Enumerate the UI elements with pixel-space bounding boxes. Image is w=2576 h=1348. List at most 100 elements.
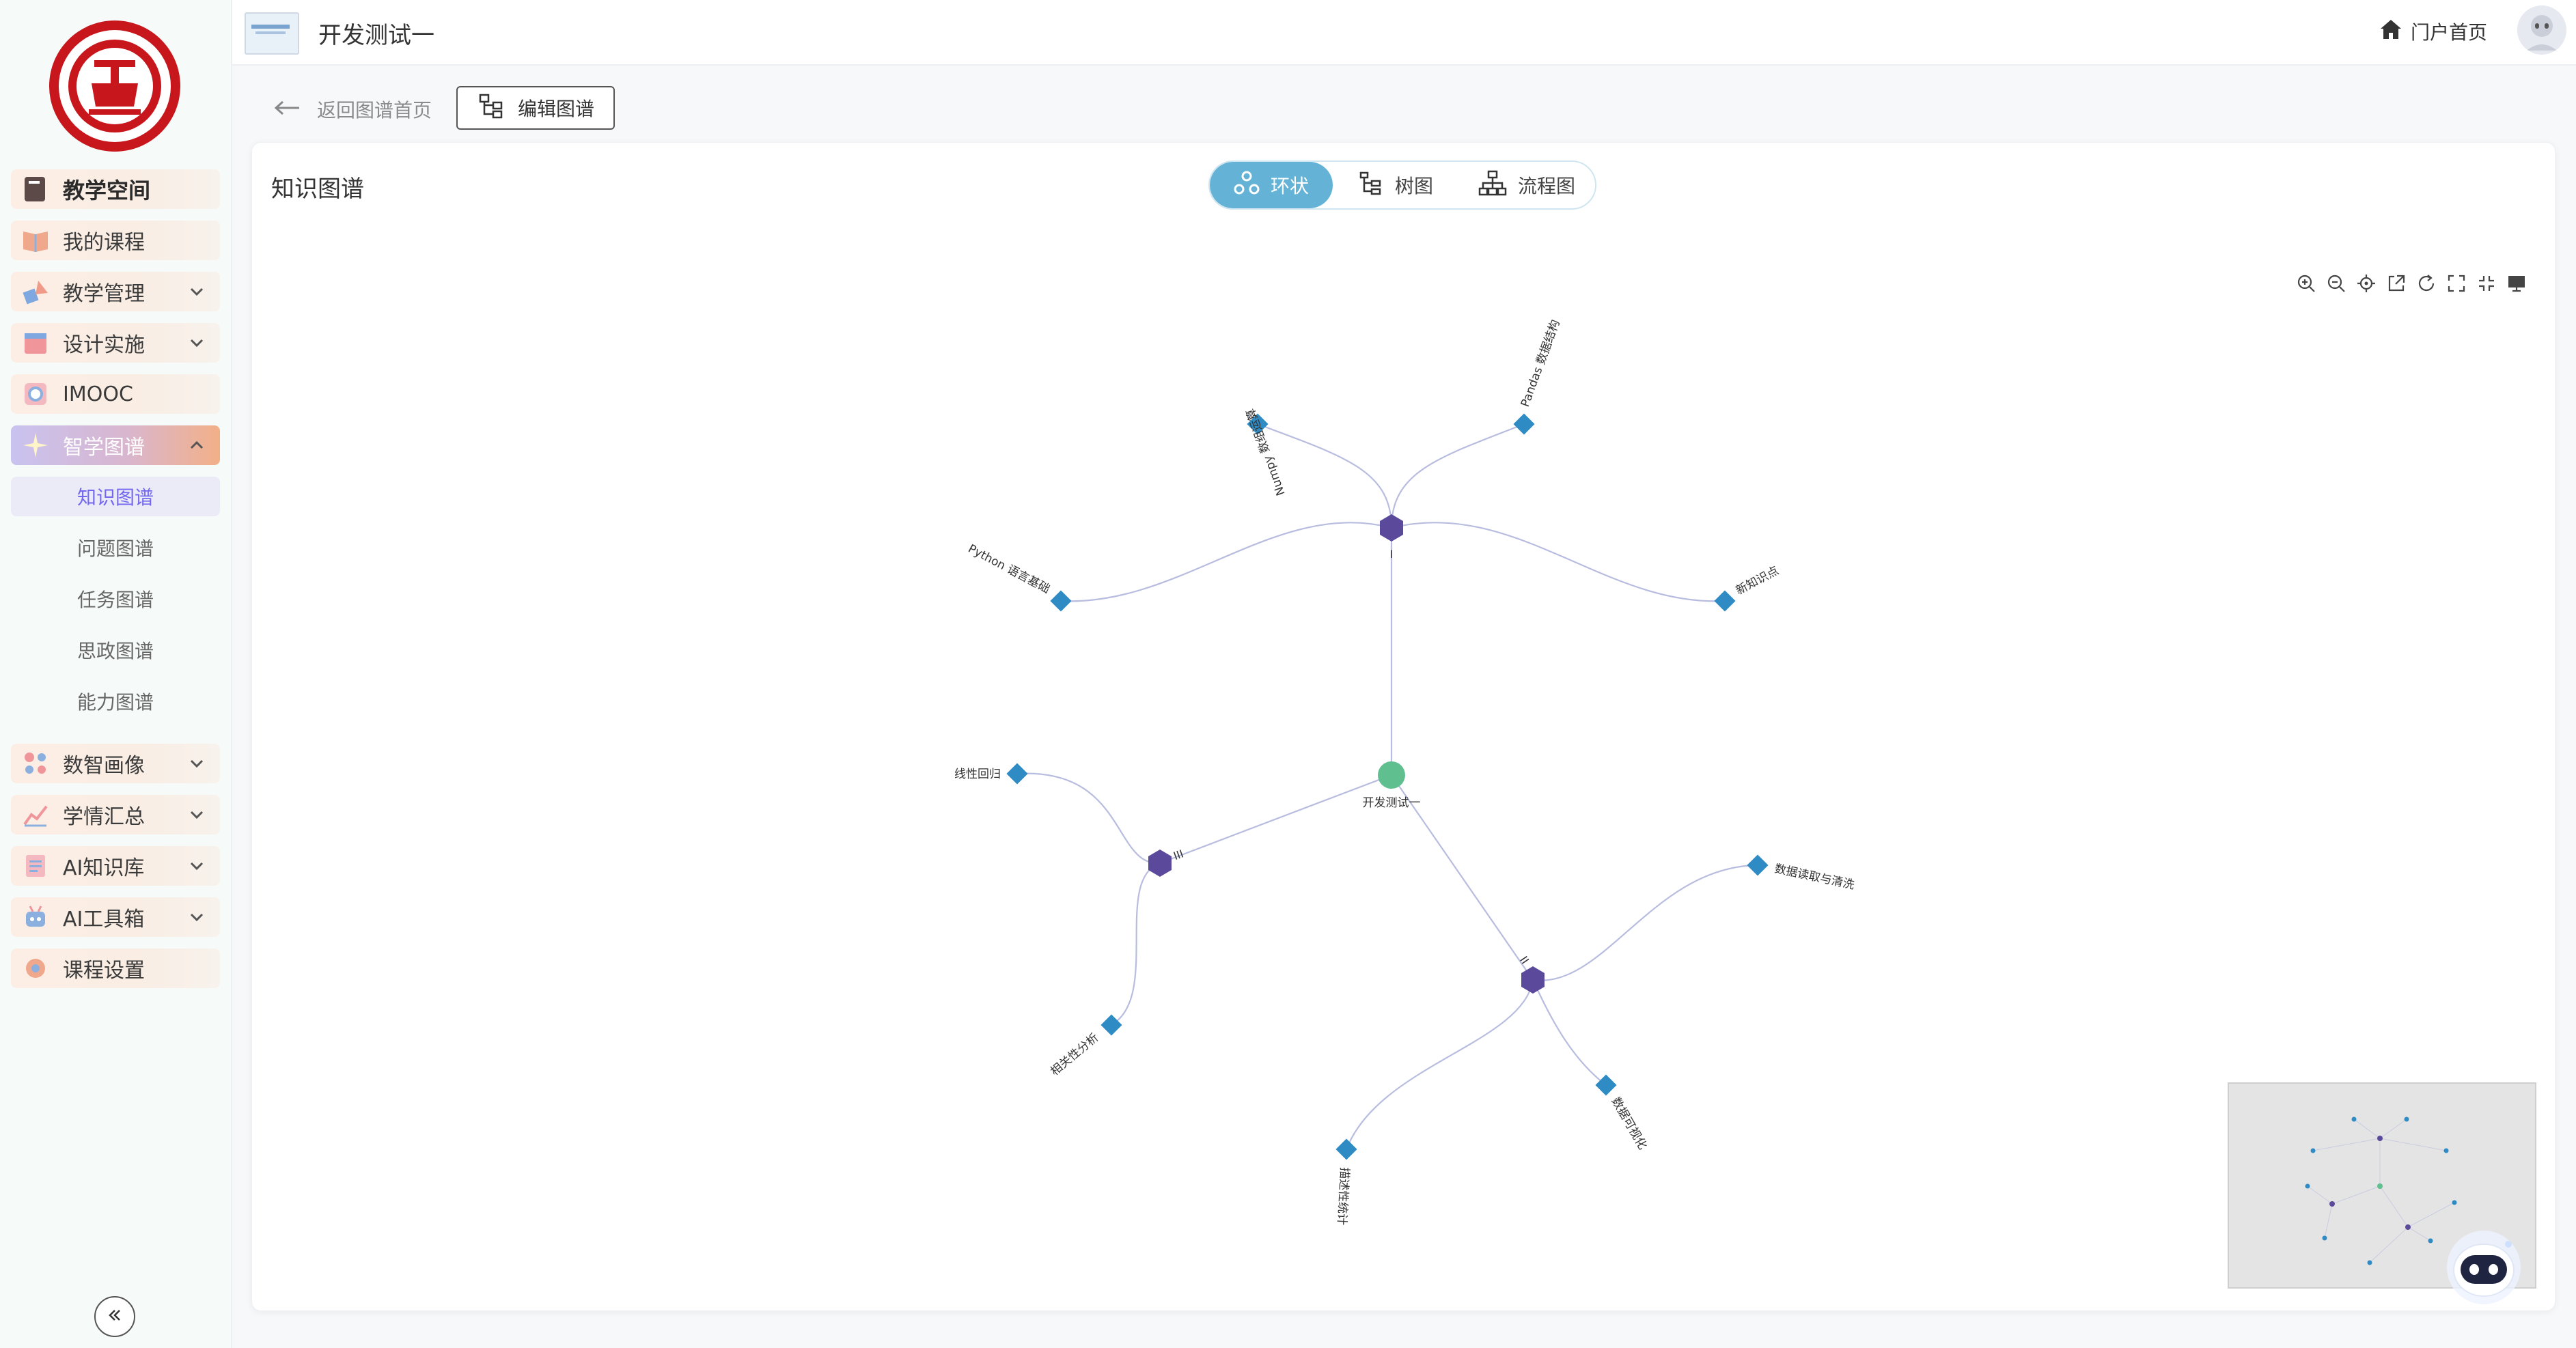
sidebar-subitem-task-graph[interactable]: 任务图谱: [77, 589, 154, 611]
view-mode-switch: 环状 树图 流程图: [1208, 160, 1596, 210]
graph-leaf-label: 数据读取与清洗: [1773, 862, 1856, 892]
portal-home-label: 门户首页: [2410, 21, 2487, 44]
export-icon[interactable]: [2385, 272, 2407, 294]
graph-leaf-label: 线性回归: [954, 768, 1001, 781]
sidebar-item-label: 课程设置: [63, 959, 145, 983]
tab-flowchart[interactable]: 流程图: [1458, 162, 1595, 208]
graph-leaf-label: 相关性分析: [1048, 1031, 1101, 1079]
tree-icon: [1358, 170, 1384, 201]
ai-assistant-robot-icon[interactable]: [2446, 1229, 2522, 1306]
double-chevron-left-icon: [105, 1306, 124, 1328]
graph-leaf-label: 新知识点: [1734, 564, 1781, 598]
monitor-icon[interactable]: [2506, 272, 2527, 294]
chevron-down-icon: [187, 754, 206, 773]
chevron-down-icon: [187, 908, 206, 927]
chevron-down-icon: [187, 333, 206, 352]
sidebar-item-design-implement[interactable]: 设计实施: [11, 323, 220, 363]
chevron-down-icon: [187, 856, 206, 875]
book-icon: [20, 174, 51, 204]
sidebar-item-ai-knowledge-base[interactable]: AI知识库: [11, 846, 220, 886]
graph-leaf-label: 数据可视化: [1609, 1095, 1650, 1153]
gear-icon: [20, 953, 51, 983]
graph-leaf-node[interactable]: Pandas 数据结构: [1513, 318, 1563, 435]
sidebar-item-teaching-management[interactable]: 教学管理: [11, 272, 220, 311]
chevron-down-icon: [187, 805, 206, 824]
sparkle-icon: [20, 430, 51, 460]
sidebar-subitem-question-graph[interactable]: 问题图谱: [77, 537, 154, 560]
sidebar-item-label: 设计实施: [63, 333, 145, 357]
sidebar-item-label: 教学管理: [63, 282, 145, 306]
graph-leaf-node[interactable]: 数据可视化: [1595, 1074, 1649, 1152]
graph-edges: [1016, 423, 1758, 1150]
sidebar-item-teaching-space[interactable]: 教学空间: [11, 169, 220, 209]
zoom-in-icon[interactable]: [2295, 272, 2317, 294]
graph-root-label: 开发测试一: [1363, 796, 1421, 810]
sidebar-item-label: 教学空间: [63, 178, 151, 203]
graph-group-node[interactable]: I: [1380, 514, 1403, 561]
sidebar-item-label: IMOOC: [63, 382, 133, 406]
graph-leaf-node[interactable]: 相关性分析: [1048, 1014, 1122, 1078]
refresh-icon[interactable]: [2415, 272, 2437, 294]
fullscreen-icon[interactable]: [2446, 272, 2467, 294]
course-thumbnail: [245, 12, 299, 55]
sidebar-item-label: AI知识库: [63, 856, 145, 880]
graph-edge: [1016, 772, 1161, 865]
graph-leaf-node[interactable]: 描述性统计: [1335, 1138, 1357, 1226]
tab-ring[interactable]: 环状: [1210, 162, 1333, 208]
dots-grid-icon: [20, 748, 51, 778]
sidebar-item-smart-graph[interactable]: 智学图谱: [11, 425, 220, 465]
sidebar-item-course-settings[interactable]: 课程设置: [11, 949, 220, 988]
back-to-graph-home-link[interactable]: 返回图谱首页: [273, 96, 432, 123]
graph-edge: [1390, 423, 1525, 529]
graph-leaf-node[interactable]: Python 语言基础: [966, 542, 1072, 612]
sidebar-item-label: 数智画像: [63, 754, 145, 778]
portal-home-link[interactable]: 门户首页: [2379, 18, 2487, 45]
sidebar-subitem-ideology-graph[interactable]: 思政图谱: [77, 640, 154, 662]
trend-chart-icon: [20, 800, 51, 830]
chevron-down-icon: [187, 282, 206, 301]
document-icon: [20, 851, 51, 881]
graph-edge: [1391, 774, 1534, 981]
collapse-sidebar-button[interactable]: [94, 1296, 135, 1337]
org-chart-icon: [1478, 170, 1507, 201]
graph-leaf-node[interactable]: Numpy 数组运算: [1244, 406, 1288, 497]
graph-edge: [1111, 862, 1161, 1026]
graph-leaf-node[interactable]: 数据读取与清洗: [1747, 854, 1856, 893]
tab-tree[interactable]: 树图: [1333, 162, 1458, 208]
sidebar-item-my-courses[interactable]: 我的课程: [11, 221, 220, 260]
sidebar-item-imooc[interactable]: IMOOC: [11, 374, 220, 414]
sidebar-item-label: AI工具箱: [63, 908, 145, 931]
top-bar: 开发测试一 门户首页: [232, 0, 2576, 66]
exit-fullscreen-icon[interactable]: [2476, 272, 2497, 294]
zoom-out-icon[interactable]: [2325, 272, 2347, 294]
ring-graph-icon: [1234, 170, 1260, 201]
sidebar-subitem-ability-graph[interactable]: 能力图谱: [77, 691, 154, 714]
sidebar-item-ai-toolbox[interactable]: AI工具箱: [11, 897, 220, 937]
graph-group-node[interactable]: III: [1148, 847, 1185, 877]
sidebar-item-learning-summary[interactable]: 学情汇总: [11, 795, 220, 834]
graph-edge: [1060, 522, 1392, 602]
graph-leaf-label: Python 语言基础: [966, 542, 1052, 597]
graph-toolbar: [2295, 272, 2527, 294]
home-icon: [2379, 18, 2402, 45]
graph-leaf-node[interactable]: 新知识点: [1714, 564, 1781, 612]
panel-title: 知识图谱: [271, 175, 364, 203]
graph-edge: [1532, 864, 1758, 981]
sidebar: 教学空间 我的课程 教学管理 设计实施 IMOOC: [0, 0, 232, 1348]
robot-icon: [20, 902, 51, 932]
sidebar-item-digital-portrait[interactable]: 数智画像: [11, 744, 220, 783]
graph-leaf-label: 描述性统计: [1335, 1167, 1351, 1226]
graph-edge: [1159, 774, 1392, 865]
graph-group-node[interactable]: II: [1517, 954, 1545, 994]
graph-leaf-node[interactable]: 线性回归: [954, 763, 1028, 785]
locate-icon[interactable]: [2355, 272, 2377, 294]
shapes-icon: [20, 277, 51, 307]
tab-tree-label: 树图: [1394, 175, 1433, 197]
sidebar-item-label: 智学图谱: [63, 436, 145, 460]
open-book-icon: [20, 225, 51, 255]
graph-canvas[interactable]: 开发测试一 I III II Numpy 数组运算 Pandas 数据结构 Py…: [252, 143, 2555, 1310]
edit-graph-button[interactable]: 编辑图谱: [456, 86, 615, 130]
avatar[interactable]: [2517, 5, 2566, 55]
sidebar-subitem-knowledge-graph[interactable]: 知识图谱: [11, 477, 220, 516]
graph-root-node[interactable]: 开发测试一: [1363, 761, 1421, 810]
